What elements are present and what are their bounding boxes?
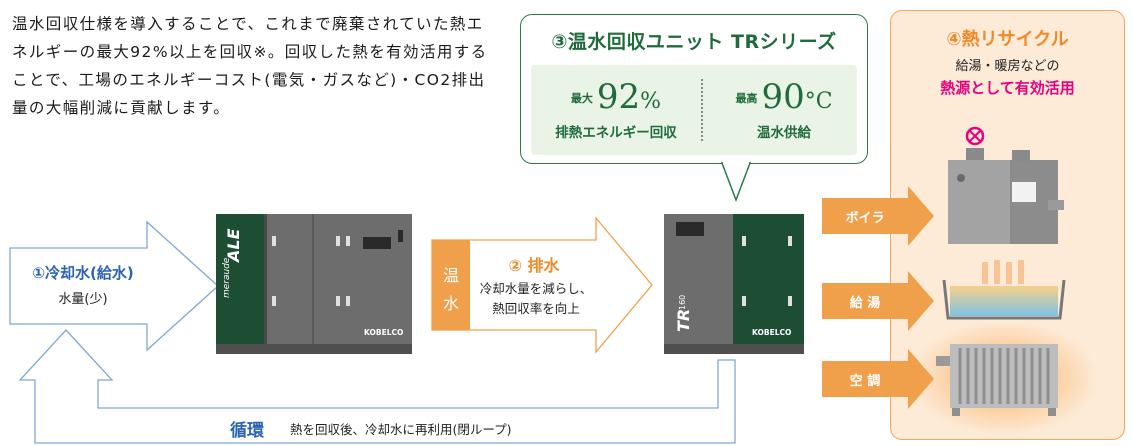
compressor-tr160 (664, 214, 804, 354)
stat-left-unit: % (640, 89, 662, 114)
recycle-subtitle: 給湯・暖房などの (955, 59, 1060, 74)
cooling-water-title: ①冷却水(給水) (32, 264, 134, 282)
recycle-emphasis: 熱源として有効活用 (940, 79, 1075, 97)
loop-text: 熱を回収後、冷却水に再利用(閉ループ) (290, 422, 512, 437)
hot-water-tag (432, 240, 470, 330)
callout-title: ③温水回収ユニット TRシリーズ (551, 31, 837, 53)
boiler-arrow (822, 186, 934, 246)
tr-model: TR (674, 308, 693, 332)
drain-line1: 冷却水量を減らし、 (479, 281, 593, 296)
stat-right-unit: °C (804, 89, 833, 114)
recycle-item-boiler: ボイラ (845, 211, 885, 226)
brand-model: ALE (224, 228, 243, 262)
cooling-water-arrow (9, 220, 219, 352)
brand-script: meraude (222, 257, 232, 298)
radiator-icon (909, 320, 1099, 436)
stat-right-prefix: 最高 (735, 92, 758, 105)
air-conditioning-arrow (822, 349, 934, 409)
stat-left-value: 92 (596, 77, 641, 117)
compressor-emeraude-ale (216, 214, 412, 354)
cooling-water-sub: 水量(少) (58, 292, 108, 307)
recycle-title: ④熱リサイクル (946, 29, 1069, 50)
loop-title: 循環 (230, 421, 264, 441)
stat-divider (701, 79, 703, 141)
boiler-icon (948, 126, 1064, 244)
maker-logo-left: KOBELCO (364, 328, 404, 337)
hot-water-tub-icon (942, 260, 1066, 320)
maker-logo-right: KOBELCO (752, 328, 792, 337)
hot-water-tag-char2: 水 (442, 294, 459, 313)
drain-arrow (431, 216, 653, 354)
callout-pointer (720, 161, 752, 203)
recycle-item-aircon: 空 調 (849, 374, 881, 389)
stat-left-prefix: 最大 (570, 92, 593, 105)
stat-right-caption: 温水供給 (757, 125, 811, 141)
loop-return-arrow (18, 329, 736, 444)
water-supply-arrow (822, 271, 934, 331)
intro-text: 温水回収仕様を導入することで、これまで廃棄されていた熱エネルギーの最大92%以上… (12, 15, 488, 117)
drain-line2: 熱回収率を向上 (492, 301, 580, 316)
recycle-item-water: 給 湯 (849, 296, 881, 311)
drain-title: ② 排水 (508, 256, 560, 275)
hot-water-tag-char1: 温 (442, 266, 459, 285)
stat-right-value: 90 (761, 77, 805, 117)
stat-left-caption: 排熱エネルギー回収 (555, 125, 677, 141)
tr-model-sub: 160 (678, 294, 687, 310)
